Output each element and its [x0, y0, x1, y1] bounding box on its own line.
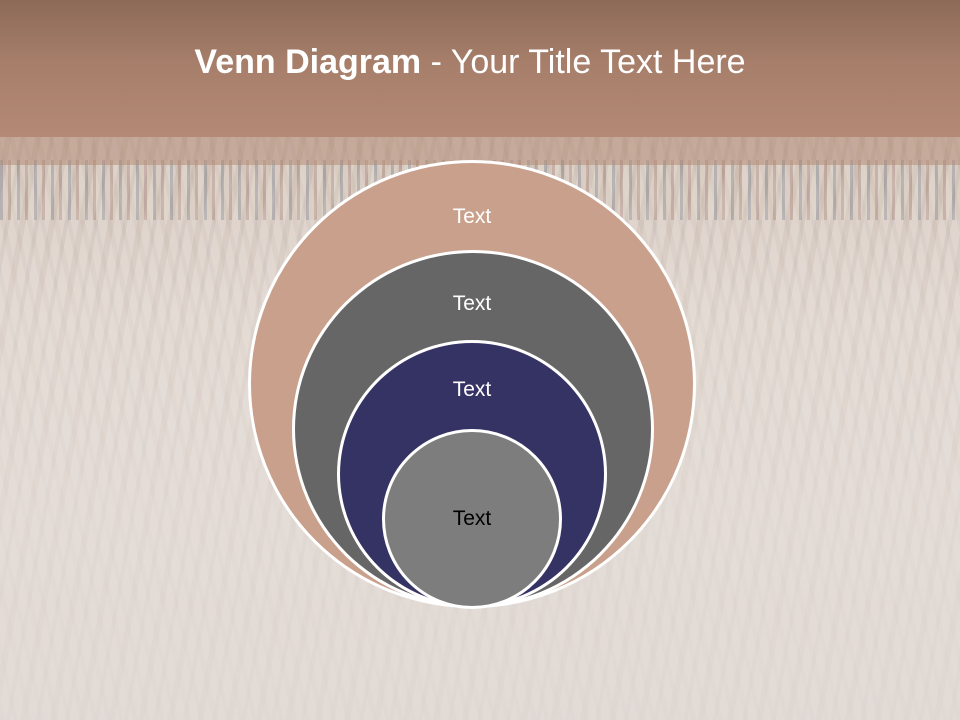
- title-bar: [0, 0, 960, 137]
- slide-title[interactable]: Venn Diagram - Your Title Text Here: [0, 40, 940, 84]
- venn-label-outer[interactable]: Text: [452, 205, 492, 228]
- slide-title-rest: - Your Title Text Here: [421, 43, 746, 81]
- venn-label-inner[interactable]: Text: [452, 507, 492, 530]
- slide-title-bold: Venn Diagram: [194, 43, 422, 81]
- venn-label-second[interactable]: Text: [452, 292, 492, 315]
- venn-circle-inner[interactable]: [382, 429, 562, 609]
- venn-label-third[interactable]: Text: [452, 378, 492, 401]
